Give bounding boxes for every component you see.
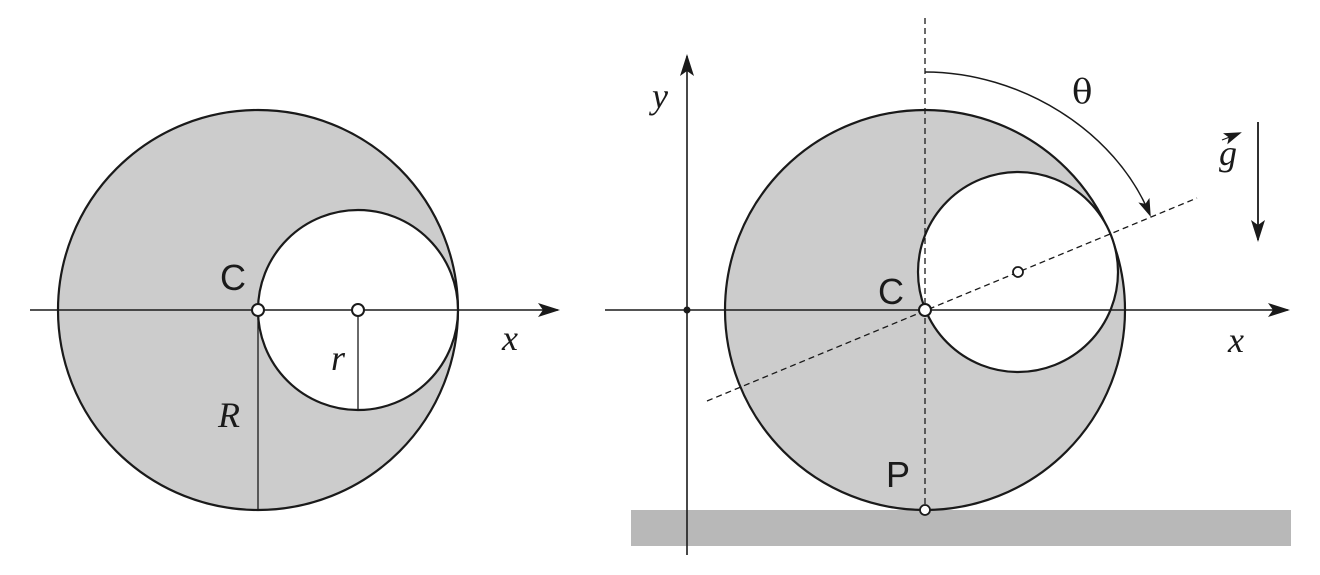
center-point-C <box>251 303 265 317</box>
theta-arc <box>924 71 1151 217</box>
rotated-hole-center-point <box>1012 266 1024 278</box>
hole-center-point <box>351 303 365 317</box>
right-figure: C x y θ g P <box>605 18 1291 555</box>
contact-point-P <box>919 504 931 516</box>
inclined-dashed-line <box>706 197 1198 402</box>
left-figure: C x R r <box>30 108 560 512</box>
right-center-label: C <box>878 271 904 312</box>
gravity-vector-mark <box>1221 132 1242 145</box>
big-radius-label: R <box>217 395 240 435</box>
origin-point <box>683 306 691 314</box>
theta-label: θ <box>1072 72 1092 112</box>
small-radius-label: r <box>331 338 346 378</box>
y-axis-label: y <box>649 76 668 116</box>
rotated-center-point-C <box>918 303 932 317</box>
contact-point-label: P <box>886 454 910 495</box>
right-x-axis-label: x <box>1227 320 1244 360</box>
left-center-label: C <box>220 257 246 298</box>
ground-surface <box>631 510 1291 546</box>
gravity-label: g <box>1219 133 1237 173</box>
left-x-axis-label: x <box>501 318 518 358</box>
